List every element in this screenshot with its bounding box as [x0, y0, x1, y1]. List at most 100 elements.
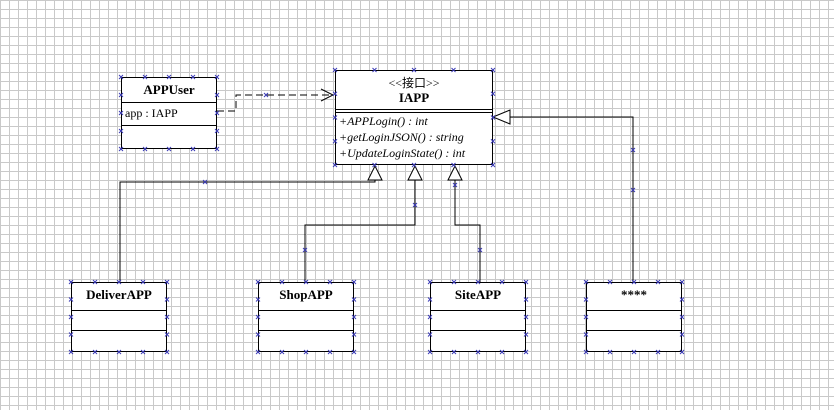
- class-siteapp[interactable]: SiteAPP: [430, 282, 526, 352]
- connection-point-marker[interactable]: [583, 314, 589, 320]
- connection-point-marker[interactable]: [190, 74, 196, 80]
- connection-point-marker[interactable]: [631, 279, 637, 285]
- connection-point-marker[interactable]: [68, 297, 74, 302]
- connection-point-marker[interactable]: [679, 297, 685, 302]
- connection-point-marker[interactable]: [263, 92, 269, 98]
- connection-point-marker[interactable]: [490, 67, 496, 73]
- connection-point-marker[interactable]: [166, 146, 172, 152]
- connection-point-marker[interactable]: [490, 91, 496, 97]
- connection-point-marker[interactable]: [523, 332, 529, 337]
- connection-point-marker[interactable]: [499, 349, 505, 355]
- connection-point-marker[interactable]: [583, 332, 589, 337]
- connection-point-marker[interactable]: [490, 115, 496, 120]
- connection-point-marker[interactable]: [190, 146, 196, 152]
- connection-point-marker[interactable]: [327, 349, 333, 355]
- connection-point-marker[interactable]: [351, 279, 357, 285]
- connection-point-marker[interactable]: [523, 279, 529, 285]
- connection-point-marker[interactable]: [372, 162, 377, 168]
- connection-point-marker[interactable]: [351, 314, 357, 320]
- connection-point-marker[interactable]: [164, 297, 170, 302]
- connection-point-marker[interactable]: [303, 349, 309, 355]
- connection-point-marker[interactable]: [164, 279, 170, 285]
- connection-point-marker[interactable]: [68, 349, 74, 355]
- connection-point-marker[interactable]: [214, 110, 220, 116]
- connection-point-marker[interactable]: [583, 279, 589, 285]
- connection-point-marker[interactable]: [411, 162, 417, 168]
- connection-point-marker[interactable]: [164, 314, 170, 320]
- connection-point-marker[interactable]: [332, 67, 338, 73]
- connection-point-marker[interactable]: [68, 332, 74, 337]
- class-shopapp[interactable]: ShopAPP: [258, 282, 354, 352]
- connection-point-marker[interactable]: [68, 279, 74, 285]
- connection-point-marker[interactable]: [523, 349, 529, 355]
- connection-point-marker[interactable]: [279, 349, 285, 355]
- connection-point-marker[interactable]: [118, 146, 124, 152]
- connection-point-marker[interactable]: [427, 279, 433, 285]
- connection-point-marker[interactable]: [214, 92, 220, 98]
- realization-line-site[interactable]: [454, 180, 481, 282]
- connection-point-marker[interactable]: [451, 67, 456, 73]
- connection-point-marker[interactable]: [427, 297, 433, 302]
- connection-point-marker[interactable]: [475, 349, 481, 355]
- connection-point-marker[interactable]: [118, 92, 124, 98]
- connection-point-marker[interactable]: [351, 349, 357, 355]
- realization-line-unnamed[interactable]: [510, 116, 634, 282]
- connection-point-marker[interactable]: [475, 279, 481, 285]
- realization-line-shop[interactable]: [304, 180, 416, 282]
- connection-point-marker[interactable]: [351, 332, 357, 337]
- connection-point-marker[interactable]: [255, 314, 261, 320]
- connection-point-marker[interactable]: [655, 279, 661, 285]
- connection-point-marker[interactable]: [631, 349, 637, 355]
- connection-point-marker[interactable]: [166, 74, 172, 80]
- connection-point-marker[interactable]: [523, 314, 529, 320]
- connection-point-marker[interactable]: [164, 349, 170, 355]
- connection-point-marker[interactable]: [303, 279, 309, 285]
- connection-point-marker[interactable]: [142, 146, 148, 152]
- connection-point-marker[interactable]: [332, 115, 338, 120]
- connection-point-marker[interactable]: [490, 138, 496, 144]
- connection-point-marker[interactable]: [630, 147, 636, 153]
- connection-point-marker[interactable]: [332, 162, 338, 168]
- connection-point-marker[interactable]: [679, 332, 685, 337]
- realization-line-deliver[interactable]: [119, 180, 376, 282]
- connection-point-marker[interactable]: [523, 297, 529, 302]
- connection-point-marker[interactable]: [477, 247, 483, 253]
- connection-point-marker[interactable]: [451, 162, 456, 168]
- dependency-line[interactable]: [217, 94, 331, 112]
- connection-point-marker[interactable]: [451, 279, 457, 285]
- connection-point-marker[interactable]: [214, 146, 220, 152]
- connection-point-marker[interactable]: [351, 297, 357, 302]
- connection-point-marker[interactable]: [302, 247, 308, 253]
- connection-point-marker[interactable]: [583, 297, 589, 302]
- connection-point-marker[interactable]: [255, 349, 261, 355]
- connection-point-marker[interactable]: [68, 314, 74, 320]
- connection-point-marker[interactable]: [140, 349, 146, 355]
- connection-point-marker[interactable]: [279, 279, 285, 285]
- connection-point-marker[interactable]: [427, 314, 433, 320]
- connection-point-marker[interactable]: [679, 279, 685, 285]
- connection-point-marker[interactable]: [332, 138, 338, 144]
- connection-point-marker[interactable]: [142, 74, 148, 80]
- connection-point-marker[interactable]: [607, 349, 613, 355]
- connection-point-marker[interactable]: [116, 279, 122, 285]
- connection-point-marker[interactable]: [655, 349, 661, 355]
- connection-point-marker[interactable]: [164, 332, 170, 337]
- connection-point-marker[interactable]: [118, 110, 124, 116]
- connection-point-marker[interactable]: [490, 162, 496, 168]
- connection-point-marker[interactable]: [427, 349, 433, 355]
- connection-point-marker[interactable]: [118, 74, 124, 80]
- connection-point-marker[interactable]: [372, 67, 377, 73]
- connection-point-marker[interactable]: [451, 349, 457, 355]
- connection-point-marker[interactable]: [116, 349, 122, 355]
- connection-point-marker[interactable]: [214, 74, 220, 80]
- connection-point-marker[interactable]: [332, 91, 338, 97]
- connection-point-marker[interactable]: [679, 349, 685, 355]
- connection-point-marker[interactable]: [630, 187, 636, 193]
- connection-point-marker[interactable]: [214, 128, 220, 134]
- class-iapp[interactable]: <<接口>> IAPP +APPLogin() : int +getLoginJ…: [335, 70, 493, 165]
- connection-point-marker[interactable]: [427, 332, 433, 337]
- connection-point-marker[interactable]: [202, 179, 208, 185]
- connection-point-marker[interactable]: [255, 279, 261, 285]
- connection-point-marker[interactable]: [583, 349, 589, 355]
